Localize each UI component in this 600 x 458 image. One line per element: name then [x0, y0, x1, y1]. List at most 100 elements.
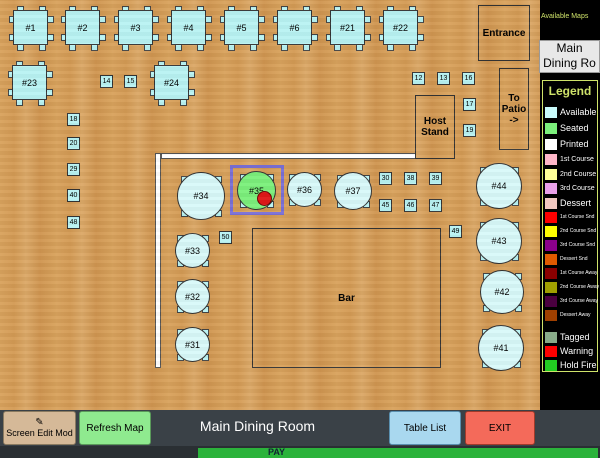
table-2[interactable]: #2: [65, 10, 100, 45]
table-13[interactable]: 13: [437, 72, 450, 85]
table-14[interactable]: 14: [100, 75, 113, 88]
table-20[interactable]: 20: [67, 137, 80, 150]
table-label: 13: [439, 75, 448, 82]
table-47[interactable]: 47: [429, 199, 442, 212]
table-label: 30: [381, 175, 390, 182]
legend-item: Seated: [545, 122, 589, 134]
legend-swatch: [545, 267, 557, 279]
chair: [46, 89, 53, 96]
table-label: #44: [491, 181, 507, 191]
table-23[interactable]: #23: [12, 65, 47, 100]
table-16[interactable]: 16: [462, 72, 475, 85]
exit-button[interactable]: EXIT: [465, 411, 535, 445]
table-22[interactable]: #22: [383, 10, 418, 45]
screen-edit-mode-button[interactable]: ✎ Screen Edit Mod: [3, 411, 76, 445]
chair: [205, 34, 212, 41]
table-43[interactable]: #43: [476, 218, 522, 264]
table-18[interactable]: 18: [67, 113, 80, 126]
table-36[interactable]: #36: [287, 172, 322, 207]
legend-item: 3rd Course Away: [545, 295, 598, 307]
table-label: #23: [21, 77, 38, 88]
table-3[interactable]: #3: [118, 10, 153, 45]
chair: [258, 34, 265, 41]
entrance-label: Entrance: [482, 27, 526, 39]
table-49[interactable]: 49: [449, 225, 462, 238]
legend-item: Dessert Away: [545, 309, 590, 321]
legend-item: Tagged: [545, 331, 590, 343]
table-33[interactable]: #33: [175, 233, 210, 268]
chair: [175, 44, 182, 51]
refresh-map-label: Refresh Map: [86, 422, 144, 434]
table-39[interactable]: 39: [429, 172, 442, 185]
table-29[interactable]: 29: [67, 163, 80, 176]
table-38[interactable]: 38: [404, 172, 417, 185]
chair: [334, 44, 341, 51]
legend-item: 1st Course Away: [545, 267, 597, 279]
table-label: #22: [392, 22, 409, 33]
chair: [303, 44, 310, 51]
legend-label: Dessert Away: [560, 312, 591, 318]
table-35[interactable]: #35: [237, 171, 276, 210]
legend-item: Hold Fire: [545, 359, 597, 371]
to-patio-door[interactable]: To Patio ->: [499, 68, 529, 150]
table-label: #31: [184, 339, 201, 350]
table-46[interactable]: 46: [404, 199, 417, 212]
pay-label: PAY: [268, 447, 286, 457]
table-label: #32: [184, 291, 201, 302]
table-37[interactable]: #37: [334, 172, 372, 210]
table-5[interactable]: #5: [224, 10, 259, 45]
table-label: 18: [69, 116, 78, 123]
table-44[interactable]: #44: [476, 163, 522, 209]
map-tab-main-dining[interactable]: Main Dining Ro: [539, 40, 600, 73]
legend-label: Printed: [560, 139, 589, 149]
legend-title: Legend: [548, 84, 592, 98]
available-maps-label: Available Maps: [541, 13, 589, 20]
table-41[interactable]: #41: [478, 325, 524, 371]
pay-bar[interactable]: [198, 448, 598, 458]
table-48[interactable]: 48: [67, 216, 80, 229]
table-label: 15: [126, 78, 135, 85]
table-15[interactable]: 15: [124, 75, 137, 88]
legend-item: Warning: [545, 345, 593, 357]
legend-label: 2nd Course Away: [560, 284, 600, 290]
table-4[interactable]: #4: [171, 10, 206, 45]
table-label: #36: [296, 184, 313, 195]
refresh-map-button[interactable]: Refresh Map: [79, 411, 151, 445]
table-21[interactable]: #21: [330, 10, 365, 45]
legend-item: 1st Course: [545, 153, 594, 165]
host-stand-label: Host Stand: [421, 116, 449, 138]
chair: [158, 99, 165, 106]
chair: [122, 44, 129, 51]
table-label: 47: [431, 202, 440, 209]
chair: [205, 16, 212, 23]
table-label: 40: [69, 192, 78, 199]
legend-swatch: [545, 182, 557, 194]
table-42[interactable]: #42: [480, 270, 524, 314]
legend-label: Hold Fire: [560, 360, 597, 370]
table-24[interactable]: #24: [154, 65, 189, 100]
legend-swatch: [545, 345, 557, 357]
table-34[interactable]: #34: [177, 172, 225, 220]
chair: [152, 16, 159, 23]
table-17[interactable]: 17: [463, 98, 476, 111]
table-50[interactable]: 50: [219, 231, 232, 244]
legend-label: 3rd Course: [560, 184, 595, 192]
legend-label: 3rd Course Away: [560, 298, 598, 304]
table-19[interactable]: 19: [463, 124, 476, 137]
table-45[interactable]: 45: [379, 199, 392, 212]
table-30[interactable]: 30: [379, 172, 392, 185]
legend-swatch: [545, 211, 557, 223]
legend-item: 1st Course Snd: [545, 211, 594, 223]
table-list-button[interactable]: Table List: [389, 411, 461, 445]
table-12[interactable]: 12: [412, 72, 425, 85]
table-6[interactable]: #6: [277, 10, 312, 45]
chair: [39, 44, 46, 51]
exit-label: EXIT: [488, 422, 512, 434]
table-1[interactable]: #1: [13, 10, 48, 45]
table-40[interactable]: 40: [67, 189, 80, 202]
table-31[interactable]: #31: [175, 327, 210, 362]
table-32[interactable]: #32: [175, 279, 210, 314]
legend-label: 3rd Course Snd: [560, 242, 596, 248]
table-label: 17: [465, 101, 474, 108]
